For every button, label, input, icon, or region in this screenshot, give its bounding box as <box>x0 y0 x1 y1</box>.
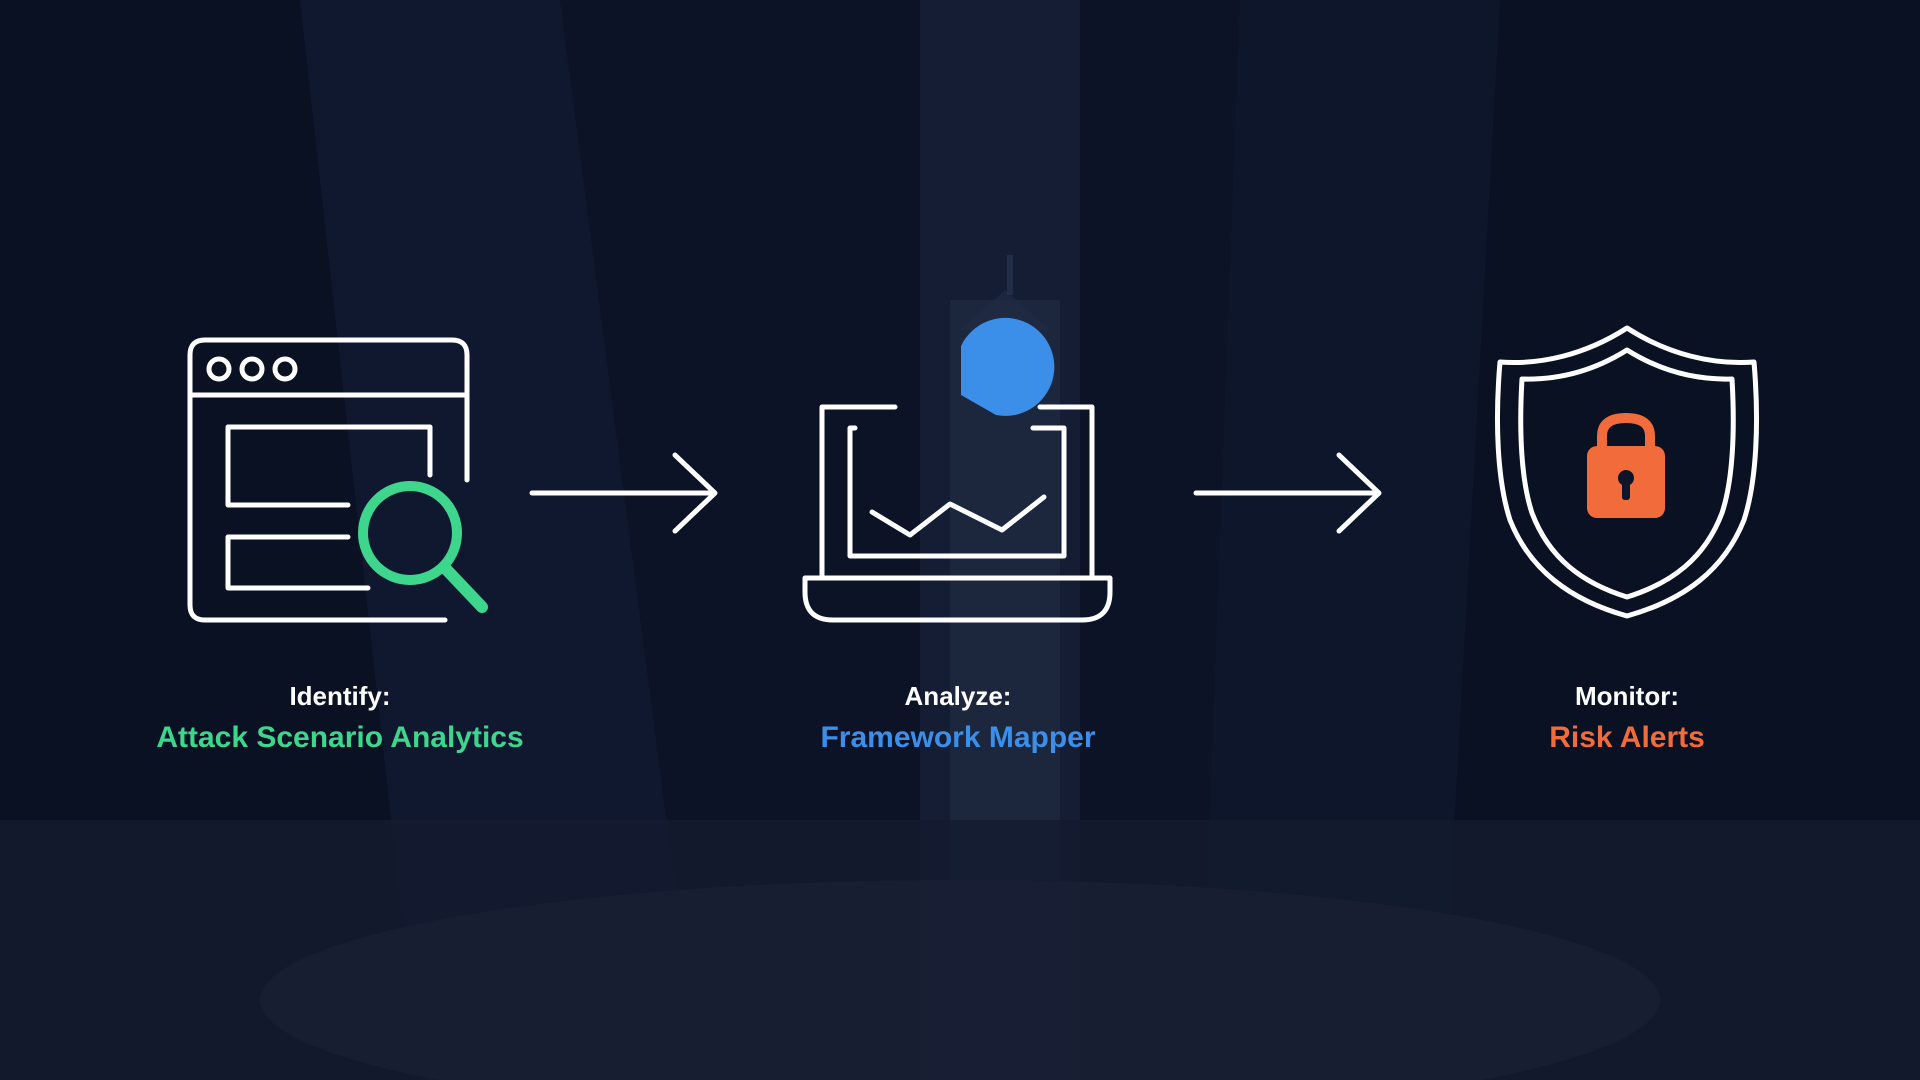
step-name: Risk Alerts <box>1549 720 1705 754</box>
arrow-right-icon <box>529 452 718 534</box>
step-monitor: Monitor: Risk Alerts <box>1327 680 1920 756</box>
step-analyze: Analyze: Framework Mapper <box>658 680 1258 756</box>
step-name: Framework Mapper <box>820 720 1096 754</box>
laptop-chart-icon <box>802 317 1113 623</box>
step-label: Identify: <box>289 681 391 711</box>
step-name: Attack Scenario Analytics <box>156 720 524 754</box>
step-identify: Identify: Attack Scenario Analytics <box>40 680 640 756</box>
arrow-right-icon <box>1193 452 1382 534</box>
browser-search-icon <box>187 337 488 623</box>
step-label: Monitor: <box>1575 681 1679 711</box>
shield-lock-icon <box>1494 325 1760 619</box>
step-label: Analyze: <box>904 681 1012 711</box>
